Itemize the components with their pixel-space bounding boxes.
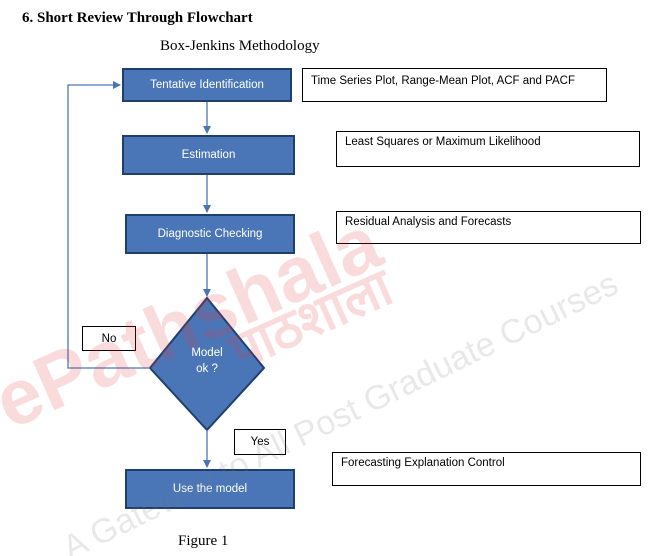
note-use-model: Forecasting Explanation Control: [332, 452, 641, 486]
figure-caption: Figure 1: [178, 533, 229, 549]
note-text: Least Squares or Maximum Likelihood: [345, 136, 541, 148]
note-diagnostic: Residual Analysis and Forecasts: [336, 211, 641, 244]
yes-branch-label: Yes: [234, 429, 286, 455]
note-estimation: Least Squares or Maximum Likelihood: [336, 131, 640, 167]
step-label: Use the model: [172, 483, 248, 495]
step-use-the-model: Use the model: [125, 469, 295, 509]
note-identification: Time Series Plot, Range-Mean Plot, ACF a…: [302, 68, 607, 102]
step-label: Diagnostic Checking: [157, 228, 263, 240]
step-label: Tentative Identification: [150, 79, 264, 91]
diagram-title: Box-Jenkins Methodology: [160, 38, 320, 54]
decision-label: Model ok ?: [170, 345, 244, 377]
step-label: Estimation: [181, 149, 236, 161]
note-text: Residual Analysis and Forecasts: [345, 216, 512, 228]
arrow-feedback-loop: [67, 81, 150, 369]
decision-line-2: ok ?: [196, 363, 218, 375]
step-estimation: Estimation: [122, 135, 295, 175]
note-text: Forecasting Explanation Control: [341, 457, 505, 469]
section-heading: 6. Short Review Through Flowchart: [22, 10, 253, 26]
decision-line-1: Model: [191, 347, 223, 359]
note-text: Time Series Plot, Range-Mean Plot, ACF a…: [311, 75, 575, 87]
step-diagnostic-checking: Diagnostic Checking: [125, 214, 295, 254]
no-branch-label: No: [82, 326, 136, 351]
step-tentative-identification: Tentative Identification: [122, 68, 292, 102]
